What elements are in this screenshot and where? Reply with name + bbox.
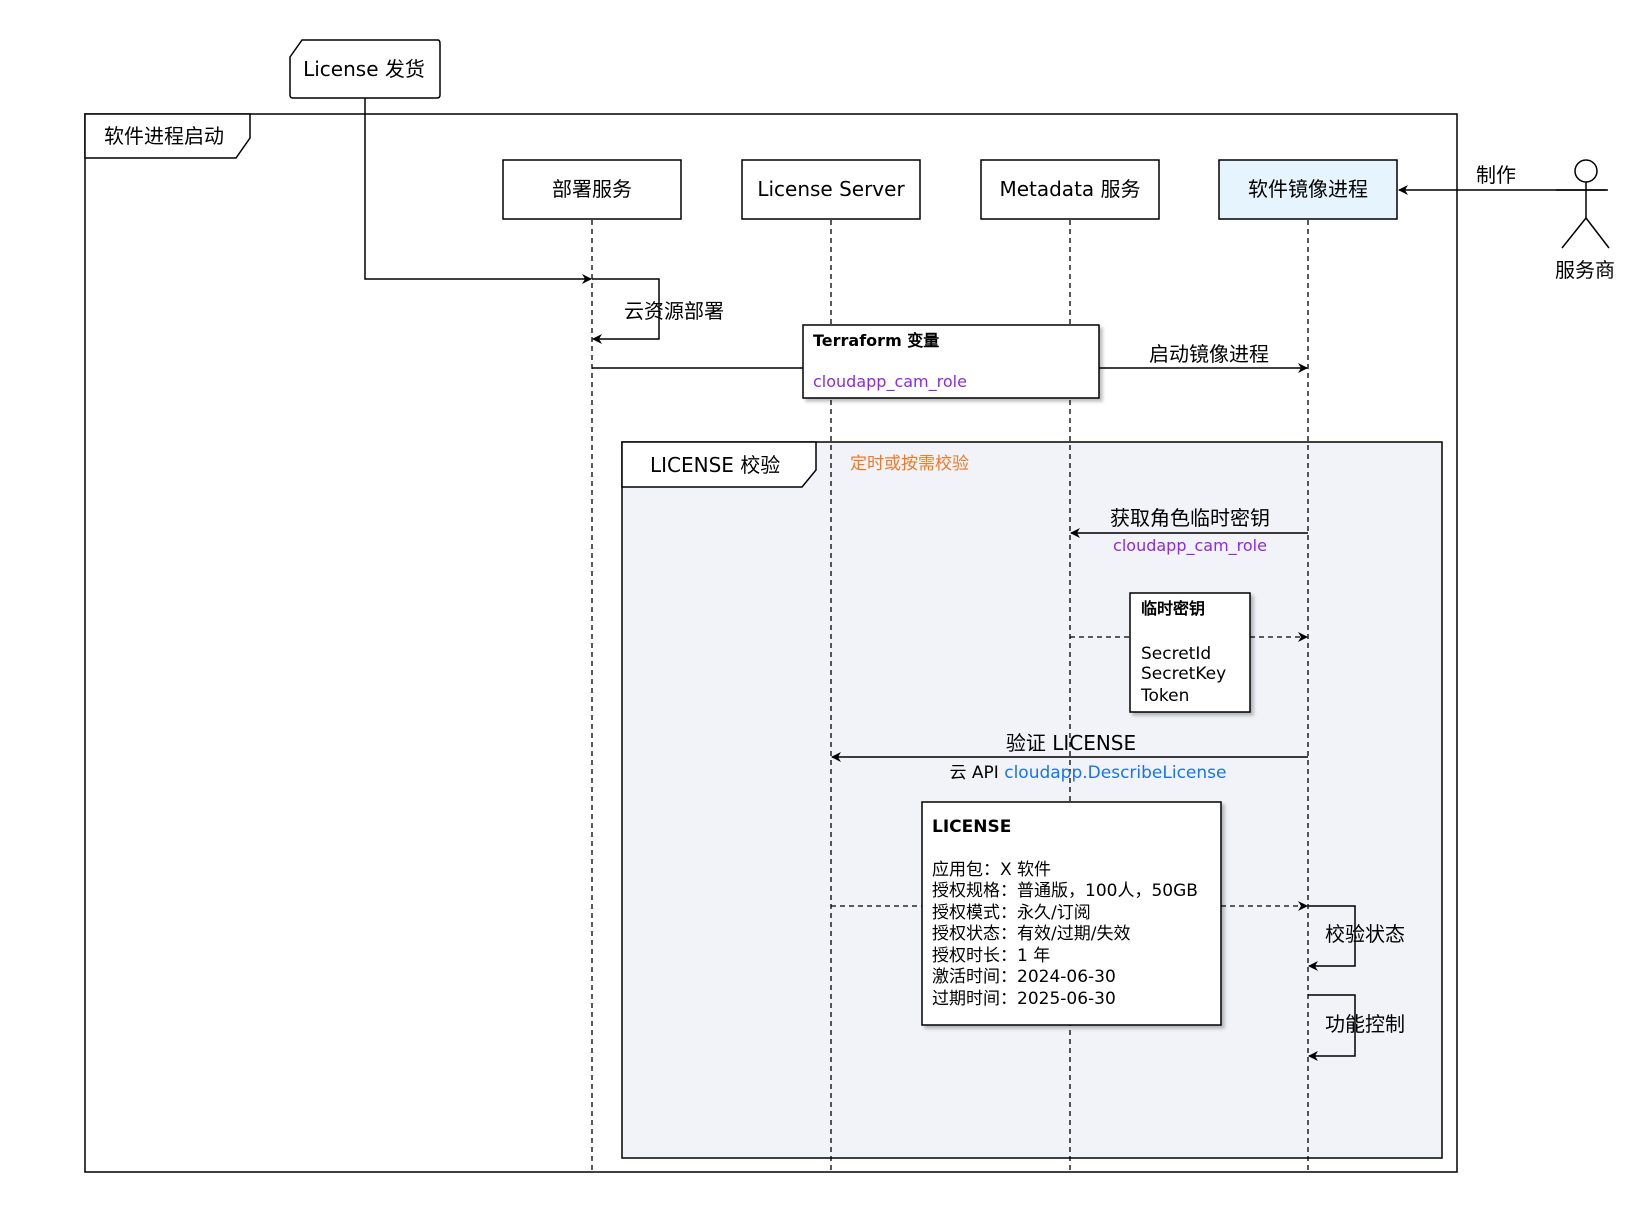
self-msg-feature-control-label: 功能控制 xyxy=(1325,1012,1405,1036)
api-name: cloudapp.DescribeLicense xyxy=(1004,763,1226,783)
terraform-box-value: cloudapp_cam_role xyxy=(813,372,967,392)
temp-key-line: Token xyxy=(1140,686,1189,706)
msg-get-role-key-param: cloudapp_cam_role xyxy=(1113,536,1267,556)
outer-frame-title: 软件进程启动 xyxy=(104,124,224,148)
msg-get-role-key-label: 获取角色临时密钥 xyxy=(1110,506,1270,530)
participant-license-server: License Server xyxy=(741,159,921,220)
terraform-box: Terraform 变量 cloudapp_cam_role xyxy=(802,324,1100,399)
trigger-note: License 发货 xyxy=(289,39,441,99)
api-prefix: 云 API xyxy=(950,763,1005,783)
license-line: 激活时间：2024-06-30 xyxy=(932,967,1116,987)
trigger-arrow xyxy=(364,98,592,284)
participant-metadata: Metadata 服务 xyxy=(980,159,1160,220)
license-line: 授权规格：普通版，100人，50GB xyxy=(932,881,1198,901)
participant-deploy-label: 部署服务 xyxy=(552,177,632,201)
participant-deploy: 部署服务 xyxy=(502,159,682,220)
participant-metadata-label: Metadata 服务 xyxy=(999,177,1140,201)
license-box-title: LICENSE xyxy=(932,817,1011,837)
license-line: 过期时间：2025-06-30 xyxy=(932,989,1116,1009)
actor-label: 服务商 xyxy=(1555,258,1615,282)
loop-frame-title: LICENSE 校验 xyxy=(650,453,780,477)
loop-frame: LICENSE 校验 定时或按需校验 xyxy=(621,441,1443,1159)
trigger-note-label: License 发货 xyxy=(303,57,425,81)
msg-verify-license-api: 云 API cloudapp.DescribeLicense xyxy=(950,763,1227,783)
temp-key-line: SecretKey xyxy=(1141,664,1226,684)
loop-condition: 定时或按需校验 xyxy=(850,454,969,474)
self-msg-check-status-label: 校验状态 xyxy=(1325,922,1405,946)
actor-icon xyxy=(1574,159,1598,183)
temp-key-box-title: 临时密钥 xyxy=(1141,599,1205,618)
actor-provider xyxy=(1556,159,1610,249)
self-msg-check-status xyxy=(1308,905,1356,971)
participant-image-process-label: 软件镜像进程 xyxy=(1248,177,1368,201)
participant-image-process: 软件镜像进程 xyxy=(1218,159,1398,220)
license-line: 授权时长：1 年 xyxy=(932,946,1050,966)
license-box: LICENSE 应用包：X 软件 授权规格：普通版，100人，50GB 授权模式… xyxy=(921,801,1222,1026)
actor-message-label: 制作 xyxy=(1476,163,1516,187)
temp-key-box: 临时密钥 SecretId SecretKey Token xyxy=(1129,592,1251,713)
license-line: 授权模式：永久/订阅 xyxy=(932,903,1091,923)
participant-license-server-label: License Server xyxy=(757,177,905,201)
temp-key-line: SecretId xyxy=(1141,644,1211,664)
self-msg-cloud-deploy-label: 云资源部署 xyxy=(624,299,724,323)
self-msg-feature-control xyxy=(1308,994,1356,1061)
self-msg-cloud-deploy xyxy=(592,278,660,344)
license-line: 应用包：X 软件 xyxy=(932,860,1051,880)
msg-start-image-label: 启动镜像进程 xyxy=(1149,342,1269,366)
license-line: 授权状态：有效/过期/失效 xyxy=(932,924,1130,944)
msg-verify-license-label: 验证 LICENSE xyxy=(1006,731,1136,755)
terraform-box-title: Terraform 变量 xyxy=(813,331,939,350)
